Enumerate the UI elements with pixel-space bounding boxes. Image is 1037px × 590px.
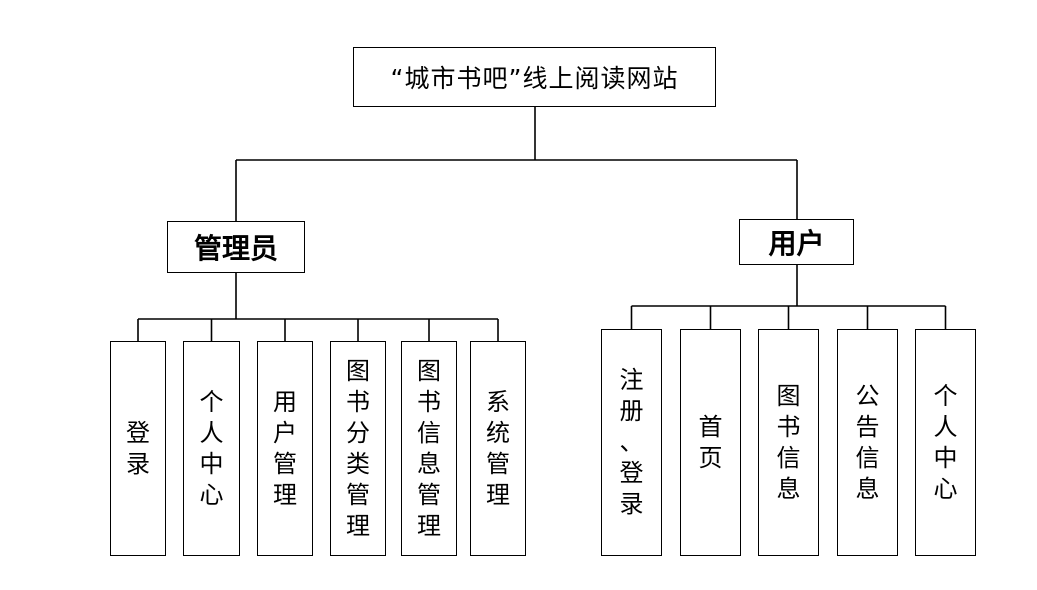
user-child-node: 注册、登录 <box>601 329 662 556</box>
user-child-node: 公告信息 <box>837 329 898 556</box>
user-child-node: 图书信息 <box>758 329 819 556</box>
admin-child-node: 图书信息管理 <box>401 341 457 556</box>
user-child-label: 首页 <box>698 412 723 472</box>
user-child-label: 注册、登录 <box>619 366 644 518</box>
admin-child-node: 用户管理 <box>257 341 313 556</box>
root-node: “城市书吧”线上阅读网站 <box>353 47 716 107</box>
user-child-label: 图书信息 <box>776 381 801 503</box>
admin-child-label: 图书分类管理 <box>346 356 370 540</box>
user-child-node: 个人中心 <box>915 329 976 556</box>
admin-label: 管理员 <box>193 232 278 265</box>
admin-child-label: 个人中心 <box>199 387 224 509</box>
admin-child-node: 登录 <box>110 341 166 556</box>
admin-child-node: 图书分类管理 <box>330 341 386 556</box>
admin-node: 管理员 <box>167 221 305 273</box>
root-title: “城市书吧”线上阅读网站 <box>390 64 679 93</box>
admin-child-label: 系统管理 <box>486 387 510 509</box>
user-label: 用户 <box>768 227 825 260</box>
admin-child-label: 登录 <box>126 418 150 478</box>
user-node: 用户 <box>739 219 854 265</box>
user-child-node: 首页 <box>680 329 741 556</box>
admin-child-node: 个人中心 <box>183 341 240 556</box>
admin-child-label: 用户管理 <box>273 387 297 509</box>
user-child-label: 个人中心 <box>933 381 958 503</box>
admin-child-node: 系统管理 <box>470 341 526 556</box>
user-child-label: 公告信息 <box>855 381 880 503</box>
admin-child-label: 图书信息管理 <box>417 356 441 540</box>
